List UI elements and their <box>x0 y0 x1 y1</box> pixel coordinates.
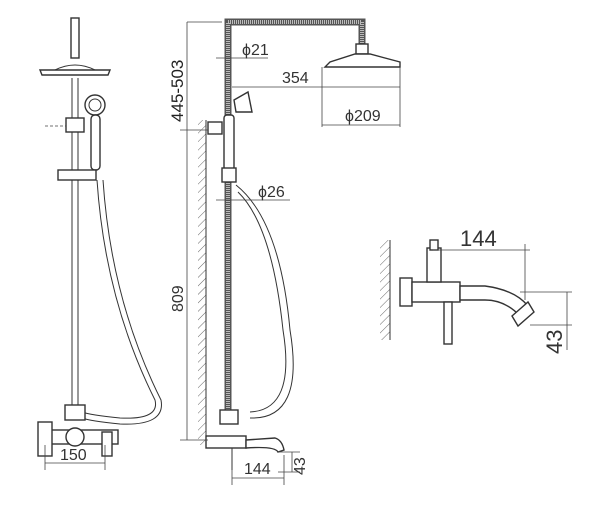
detail-valve-body <box>411 281 461 303</box>
side-hose <box>235 184 294 419</box>
spout-length-label: 144 <box>244 461 271 478</box>
arm-length-label: 354 <box>282 70 309 87</box>
slide-holder <box>57 169 97 181</box>
detail-diverter <box>426 247 442 283</box>
height-range-label: 445-503 <box>168 60 187 122</box>
hand-shower-handle <box>90 114 101 171</box>
hose <box>81 179 157 419</box>
side-rain-head <box>323 53 401 68</box>
head-diameter-label: ϕ209 <box>345 108 381 125</box>
rain-shower-head <box>38 69 112 76</box>
spout-height-label: 43 <box>292 457 309 475</box>
total-height-label: 809 <box>170 285 187 312</box>
side-spout <box>245 437 285 453</box>
hand-shower-head <box>84 94 106 116</box>
hose-diameter-label: ϕ26 <box>258 184 285 201</box>
wall-hatch <box>198 120 206 445</box>
mixer-width-label: 150 <box>60 447 87 464</box>
pole-top <box>70 17 80 59</box>
front-view: 150 <box>37 17 162 470</box>
detail-handle <box>443 301 453 345</box>
wall-bracket <box>65 117 85 133</box>
detail-wall-hatch <box>380 240 390 340</box>
diverter <box>64 404 86 421</box>
side-mixer <box>205 435 247 449</box>
pipe-diameter-label: ϕ21 <box>242 42 269 59</box>
spout-detail-view: 144 43 <box>380 226 572 354</box>
side-view: 445-503 809 ϕ21 354 ϕ209 ϕ26 144 43 <box>168 18 401 485</box>
detail-spout-length-label: 144 <box>460 226 497 251</box>
mixer-lever <box>101 431 113 457</box>
side-hand-shower <box>233 90 253 113</box>
detail-spout-height-label: 43 <box>542 330 567 354</box>
